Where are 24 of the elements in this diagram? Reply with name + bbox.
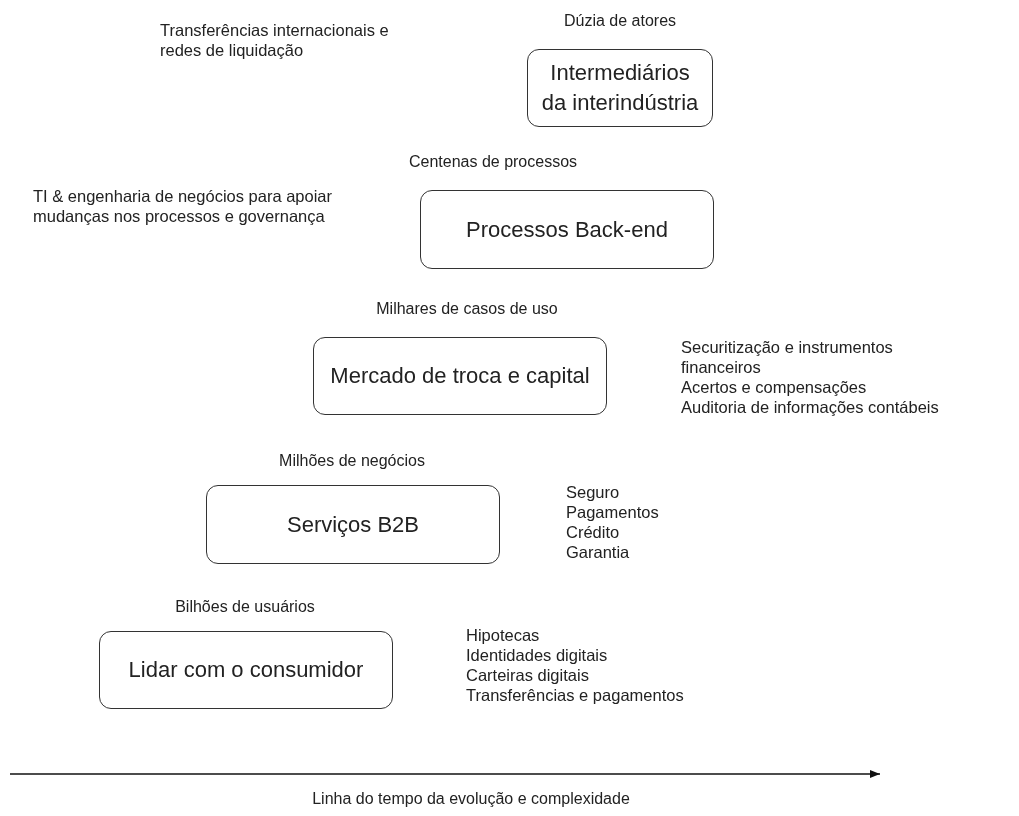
axis-caption: Linha do tempo da evolução e complexidade [312, 790, 630, 808]
description-text: Carteiras digitais [466, 665, 589, 685]
description-text: Pagamentos [566, 502, 659, 522]
stage-box: Intermediários da interindústria [527, 49, 713, 127]
description-text: Crédito [566, 522, 620, 542]
count-label: Milhares de casos de uso [376, 300, 558, 318]
description-text: Identidades digitais [466, 645, 608, 665]
count-label: Dúzia de atores [563, 12, 677, 30]
count-label: Bilhões de usuários [175, 598, 315, 616]
description-text: Acertos e compensações [681, 377, 867, 397]
note-text: TI & engenharia de negócios para apoiar mudanças nos processos e governança [33, 186, 333, 226]
description-text: Garantia [566, 542, 630, 562]
description-text: Auditoria de informações contábeis [681, 397, 939, 417]
count-label: Centenas de processos [408, 153, 578, 171]
stage-box: Processos Back-end [420, 190, 714, 269]
description-text: Seguro [566, 482, 620, 502]
description-text: Securitização e instrumentos financeiros [681, 337, 894, 377]
description-text: Hipotecas [466, 625, 540, 645]
description-text: Transferências e pagamentos [466, 685, 684, 705]
note-text: Transferências internacionais e redes de liquidação [160, 20, 390, 60]
stage-box: Serviços B2B [206, 485, 500, 564]
count-label: Milhões de negócios [279, 452, 425, 470]
stage-box: Lidar com o consumidor [99, 631, 393, 709]
stage-box: Mercado de troca e capital [313, 337, 607, 415]
